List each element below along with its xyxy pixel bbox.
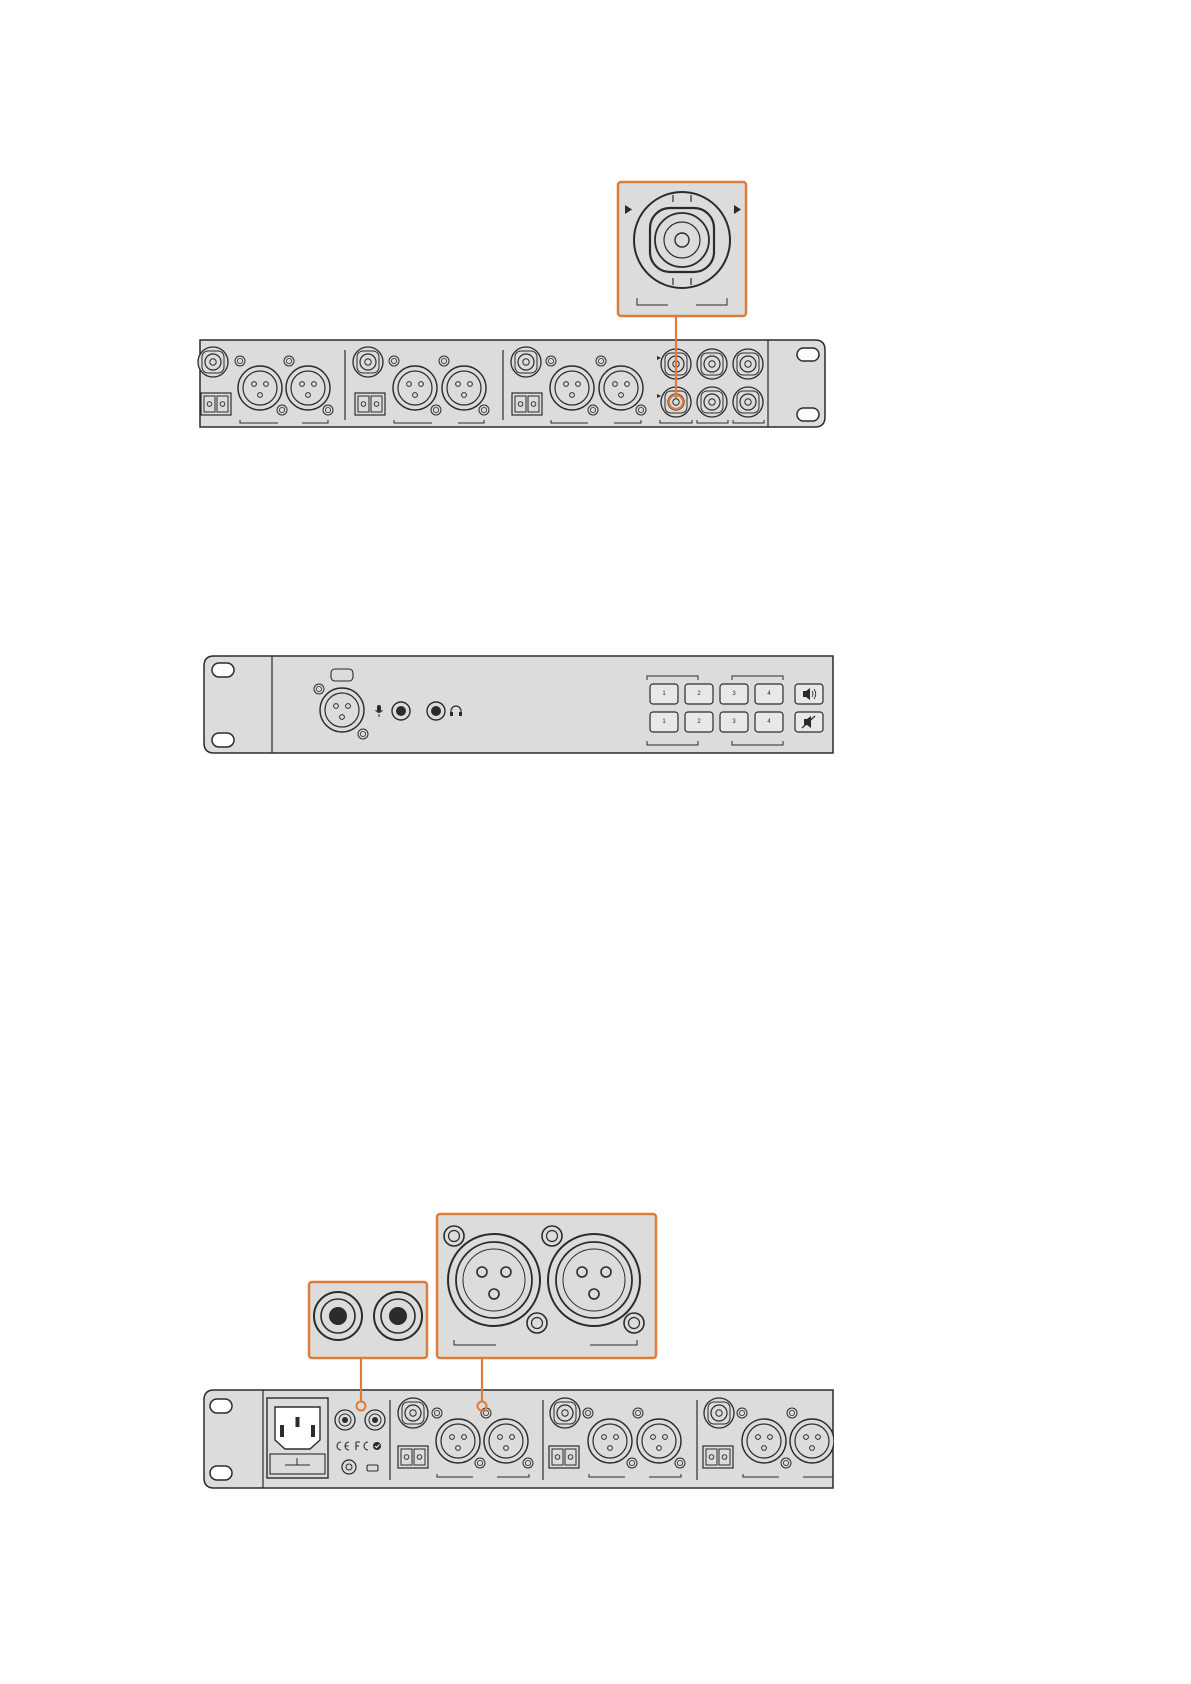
- screw-icon: [358, 729, 368, 739]
- screw-icon: [314, 684, 324, 694]
- screw-icon: [431, 405, 441, 415]
- monitor-button-bottom-1[interactable]: 1: [650, 712, 678, 732]
- rack-mount-hole: [797, 408, 819, 421]
- rack-mount-hole: [797, 348, 819, 361]
- audio-terminal-icon: [549, 1446, 579, 1468]
- xlr-connector-icon: [442, 366, 486, 410]
- xlr-connector-icon: [548, 1234, 640, 1326]
- xlr-connector-icon: [588, 1419, 632, 1463]
- screw-icon: [583, 1408, 593, 1418]
- rear-panel-left-section: [204, 1385, 894, 1495]
- audio-terminal-icon: [703, 1446, 733, 1468]
- screw-icon: [439, 356, 449, 366]
- bnc-connector-icon: [550, 1398, 580, 1428]
- screw-icon: [235, 356, 245, 366]
- screw-icon: [737, 1408, 747, 1418]
- xlr-connector-icon: [550, 366, 594, 410]
- rca-connector-icon: [335, 1410, 355, 1430]
- mic-jack: [392, 702, 410, 720]
- screw-icon: [527, 1313, 547, 1333]
- rack-mount-hole: [212, 663, 234, 677]
- rack-mount-hole: [212, 733, 234, 747]
- xlr-connector-icon: [448, 1234, 540, 1326]
- bnc-connector-icon: [634, 192, 730, 288]
- monitor-button-bottom-4[interactable]: 4: [755, 712, 783, 732]
- screw-icon: [479, 405, 489, 415]
- screw-icon: [389, 356, 399, 366]
- audio-terminal-icon: [512, 393, 542, 415]
- mute-button[interactable]: [795, 712, 823, 732]
- screw-icon: [675, 1458, 685, 1468]
- screw-icon: [475, 1458, 485, 1468]
- ground-terminal-icon: [342, 1460, 356, 1474]
- screw-icon: [523, 1458, 533, 1468]
- audio-terminal-icon: [355, 393, 385, 415]
- rack-mount-hole: [210, 1466, 232, 1480]
- rear-panel-right-section: [198, 340, 825, 427]
- xlr-connector-icon: [286, 366, 330, 410]
- iec-power-inlet-icon: [267, 1398, 328, 1478]
- screw-icon: [284, 356, 294, 366]
- usb-port-icon: [367, 1465, 378, 1471]
- bnc-connector-icon: [733, 349, 763, 379]
- screw-icon: [624, 1313, 644, 1333]
- rca-connector-icon: [374, 1292, 422, 1340]
- screw-icon: [277, 405, 287, 415]
- xlr-connector-icon: [436, 1419, 480, 1463]
- screw-icon: [444, 1226, 464, 1246]
- xlr-connector-icon: [238, 366, 282, 410]
- audio-terminal-icon: [398, 1446, 428, 1468]
- headphone-jack: [427, 702, 445, 720]
- screw-icon: [588, 405, 598, 415]
- screw-icon: [636, 405, 646, 415]
- front-panel: 1 2 3 4 1 2 3: [204, 656, 833, 753]
- bnc-connector-icon: [511, 347, 541, 377]
- screw-icon: [787, 1408, 797, 1418]
- monitor-button-bottom-2[interactable]: 2: [685, 712, 713, 732]
- bnc-connector-icon: [704, 1398, 734, 1428]
- xlr-connector-icon: [320, 688, 364, 732]
- xlr-connector-icon: [637, 1419, 681, 1463]
- monitor-button-top-1[interactable]: 1: [650, 684, 678, 704]
- xlr-connector-icon: [484, 1419, 528, 1463]
- bnc-connector-icon: [697, 387, 727, 417]
- monitor-button-top-4[interactable]: 4: [755, 684, 783, 704]
- bnc-connector-icon: [733, 387, 763, 417]
- rack-mount-hole: [210, 1399, 232, 1413]
- screw-icon: [542, 1226, 562, 1246]
- bnc-connector-icon: [198, 347, 228, 377]
- screw-icon: [627, 1458, 637, 1468]
- rca-connector-icon: [314, 1292, 362, 1340]
- audio-terminal-icon: [201, 393, 231, 415]
- xlr-connector-icon: [742, 1419, 786, 1463]
- screw-icon: [633, 1408, 643, 1418]
- speaker-button[interactable]: [795, 684, 823, 704]
- screw-icon: [432, 1408, 442, 1418]
- monitor-button-top-2[interactable]: 2: [685, 684, 713, 704]
- screw-icon: [323, 405, 333, 415]
- rca-connector-icon: [365, 1410, 385, 1430]
- xlr-callout: [437, 1214, 656, 1411]
- monitor-button-top-3[interactable]: 3: [720, 684, 748, 704]
- screw-icon: [596, 356, 606, 366]
- xlr-connector-icon: [393, 366, 437, 410]
- bnc-connector-icon: [398, 1398, 428, 1428]
- screw-icon: [781, 1458, 791, 1468]
- xlr-connector-icon: [790, 1419, 834, 1463]
- monitor-button-bottom-3[interactable]: 3: [720, 712, 748, 732]
- bnc-connector-icon: [353, 347, 383, 377]
- xlr-connector-icon: [599, 366, 643, 410]
- bnc-connector-icon: [697, 349, 727, 379]
- screw-icon: [546, 356, 556, 366]
